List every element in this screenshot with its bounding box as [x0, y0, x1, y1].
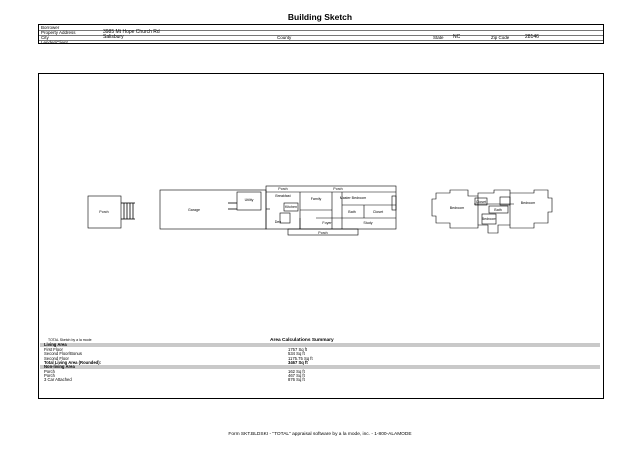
living-area-header: Living Area: [44, 342, 67, 347]
bath-upper-label: Bath: [494, 208, 501, 212]
bath-main-label: Bath: [348, 210, 355, 214]
study-label: Study: [363, 221, 372, 225]
garage-label: Garage: [188, 208, 200, 212]
area-row: 3 Car Attached 876 Sq ft: [44, 377, 305, 383]
floor-plan-sketch: Porch Garage Utility Porch Porch Breakfa…: [87, 185, 553, 236]
porch-left-label: Porch: [99, 210, 108, 214]
area-row: Second Floor/Bonus 534 Sq ft: [44, 351, 305, 357]
closet-main-label: Closet: [373, 210, 383, 214]
city-row: City Salisbury County State NC Zip Code …: [39, 35, 603, 41]
kitchen-label: Kitchen: [285, 205, 297, 209]
front-porch-outline: [287, 228, 359, 236]
sketch-frame: [38, 73, 604, 399]
state-value: NC: [453, 34, 461, 40]
garage-outline: [159, 189, 267, 230]
zip-value: 28146: [525, 34, 539, 40]
porch-top-right-label: Porch: [333, 187, 342, 191]
state-label: State: [433, 35, 444, 40]
sketch-note: TOTAL Sketch by a la mode: [48, 338, 92, 342]
porch-steps: [121, 202, 135, 220]
porch-outline: [87, 195, 122, 229]
page-title: Building Sketch: [287, 12, 353, 22]
lender-row: Lender/Client: [39, 40, 603, 45]
living-area-band: [40, 343, 600, 347]
header-info-box: Borrower Property Address 3985 Mt Hope C…: [38, 24, 604, 45]
non-living-area-header: Non-living Area: [44, 364, 75, 370]
den-label: Den: [275, 220, 282, 224]
borrower-row: Borrower: [39, 25, 603, 31]
footer-text: Form SKT.BLDSKI - "TOTAL" appraisal soft…: [228, 432, 412, 437]
city-value: Salisbury: [103, 34, 124, 40]
breakfast-label: Breakfast: [275, 194, 290, 198]
second-floor-outline: [431, 189, 553, 234]
city-label: City: [41, 35, 49, 40]
family-label: Family: [311, 197, 322, 201]
county-label: County: [277, 35, 292, 40]
porch-front-label: Porch: [318, 231, 327, 235]
area-row: Second Floor 1175.75 Sq ft: [44, 355, 313, 361]
area-row: Porch 467 Sq ft: [44, 372, 305, 378]
foyer-label: Foyer: [322, 221, 332, 225]
area-row: Porch 162 Sq ft: [44, 368, 305, 374]
borrower-label: Borrower: [41, 25, 60, 30]
area-row: First Floor 1757 Sq ft: [44, 347, 308, 352]
bedroom-upper-label: Bedroom: [482, 217, 497, 221]
master-bedroom-label: Master Bedroom: [340, 196, 367, 200]
summary-title: Area Calculations Summary: [270, 338, 334, 343]
utility-label: Utility: [245, 198, 254, 202]
property-address-value: 3985 Mt Hope Church Rd: [103, 29, 160, 35]
zip-label: Zip Code: [491, 35, 510, 40]
porch-top-left-label: Porch: [278, 187, 287, 191]
property-address-label: Property Address: [41, 30, 76, 35]
lender-label: Lender/Client: [41, 40, 68, 45]
closet-upper-label: Closet: [476, 200, 486, 204]
non-living-area-band: [40, 365, 600, 370]
property-address-row: Property Address 3985 Mt Hope Church Rd: [39, 30, 603, 36]
total-living-area-row: Total Living Area (Rounded): 3467 Sq ft: [44, 359, 308, 365]
bedroom-right-label: Bedroom: [521, 201, 536, 205]
utility-outline: [236, 191, 262, 211]
bedroom-left-label: Bedroom: [450, 206, 465, 210]
